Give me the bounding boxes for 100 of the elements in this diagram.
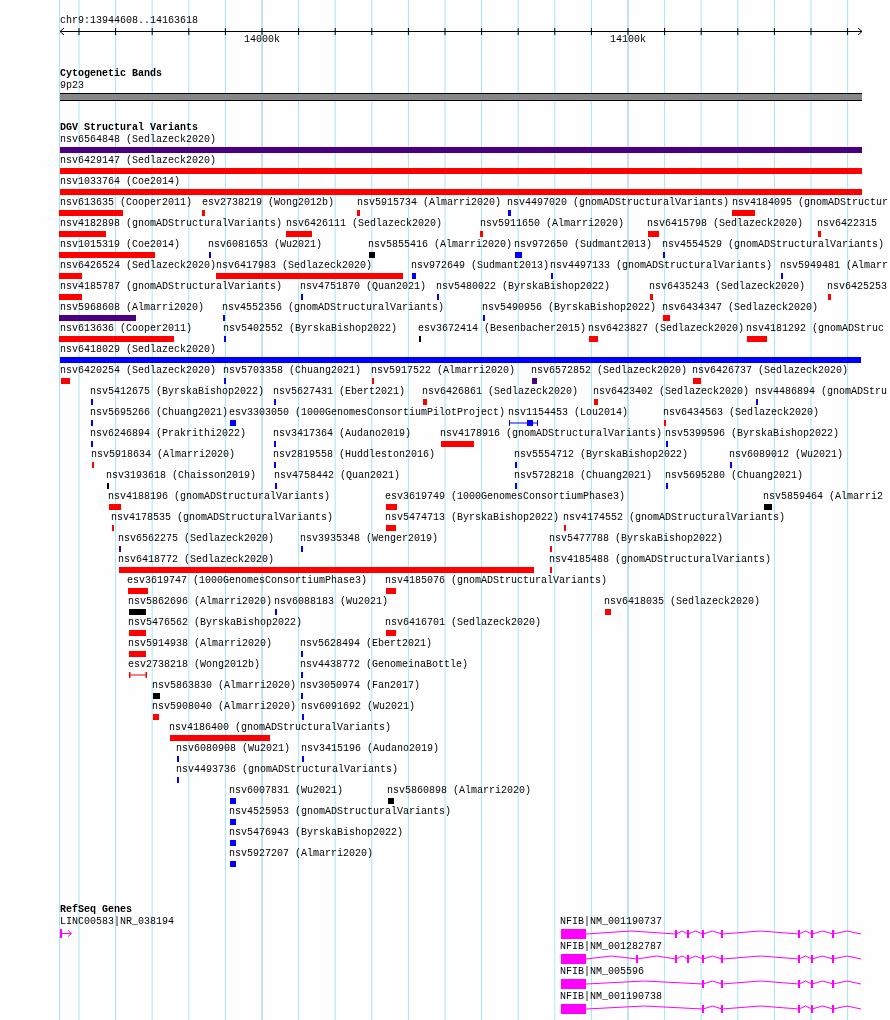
feature-label: nsv4178535 (gnomADStructuralVariants) <box>111 512 334 524</box>
feature-label: nsv5695266 (Chuang2021) <box>90 407 229 419</box>
feature-label: esv3672414 (Besenbacher2015) <box>418 323 587 335</box>
feature-label: esv3619749 (1000GenomesConsortiumPhase3) <box>385 491 626 503</box>
feature-label: nsv6091692 (Wu2021) <box>301 701 416 713</box>
feature-label: nsv6429147 (Sedlazeck2020) <box>60 155 217 167</box>
feature-label: nsv5554712 (ByrskaBishop2022) <box>514 449 689 461</box>
feature-label: nsv6434563 (Sedlazeck2020) <box>663 407 820 419</box>
gene-label: NFIB|NM_005596 <box>560 966 644 978</box>
feature-label: nsv972650 (Sudmant2013) <box>514 239 653 251</box>
feature-label: nsv5399596 (ByrskaBishop2022) <box>665 428 840 440</box>
track-title: DGV Structural Variants <box>60 122 199 134</box>
feature-label: esv2738219 (Wong2012b) <box>202 197 335 209</box>
feature-label: nsv4493736 (gnomADStructuralVariants) <box>176 764 399 776</box>
feature-label: nsv2819558 (Huddleston2016) <box>273 449 436 461</box>
feature-label: nsv5490956 (ByrskaBishop2022) <box>482 302 657 314</box>
feature-label: nsv6417983 (Sedlazeck2020) <box>216 260 373 272</box>
feature-label: nsv4554529 (gnomADStructuralVariants) <box>662 239 885 251</box>
feature-label: nsv6426524 (Sedlazeck2020) <box>60 260 217 272</box>
feature-label: nsv5859464 (Almarri2 <box>763 491 884 503</box>
feature-label: nsv4178916 (gnomADStructuralVariants) <box>440 428 663 440</box>
gene-label: NFIB|NM_001190738 <box>560 991 663 1003</box>
feature-label: nsv4182898 (gnomADStructuralVariants) <box>60 218 283 230</box>
feature-label: nsv6080908 (Wu2021) <box>176 743 291 755</box>
feature-label: nsv5917522 (Almarri2020) <box>371 365 516 377</box>
feature-label: nsv4751870 (Quan2021) <box>300 281 427 293</box>
feature-label: nsv5477788 (ByrskaBishop2022) <box>549 533 724 545</box>
feature-label: nsv4497133 (gnomADStructuralVariants) <box>550 260 773 272</box>
feature-label: nsv6416701 (Sedlazeck2020) <box>385 617 542 629</box>
feature-label: nsv4186400 (gnomADStructuralVariants) <box>169 722 392 734</box>
feature-label: nsv6089012 (Wu2021) <box>729 449 844 461</box>
feature-label: nsv5480022 (ByrskaBishop2022) <box>436 281 611 293</box>
feature-label: nsv6422315 <box>817 218 877 230</box>
feature-label: nsv6426861 (Sedlazeck2020) <box>422 386 579 398</box>
feature-label: nsv5860898 (Almarri2020) <box>387 785 532 797</box>
feature-label: nsv4188196 (gnomADStructuralVariants) <box>108 491 331 503</box>
feature-label: nsv5855416 (Almarri2020) <box>368 239 513 251</box>
feature-label: nsv6434347 (Sedlazeck2020) <box>662 302 819 314</box>
feature-label: nsv6572852 (Sedlazeck2020) <box>531 365 688 377</box>
feature-label: nsv6426737 (Sedlazeck2020) <box>692 365 849 377</box>
gene-label: LINC00583|NR_038194 <box>60 916 175 928</box>
feature-label: nsv5968608 (Almarri2020) <box>60 302 205 314</box>
feature-label: nsv613635 (Cooper2011) <box>60 197 193 209</box>
feature-label: nsv6425253 <box>827 281 887 293</box>
feature-label: nsv5908040 (Almarri2020) <box>152 701 297 713</box>
feature-label: nsv3935348 (Wenger2019) <box>300 533 439 545</box>
feature-label: nsv5918634 (Almarri2020) <box>91 449 236 461</box>
feature-label: nsv3415196 (Audano2019) <box>301 743 440 755</box>
feature-label: nsv5627431 (Ebert2021) <box>273 386 406 398</box>
feature-label: nsv5695280 (Chuang2021) <box>665 470 804 482</box>
feature-label: nsv6423827 (Sedlazeck2020) <box>588 323 745 335</box>
feature-label: nsv5862696 (Almarri2020) <box>128 596 273 608</box>
feature-label: nsv5915734 (Almarri2020) <box>357 197 502 209</box>
axis-tick-label: 14100k <box>610 34 646 46</box>
feature-label: esv3619747 (1000GenomesConsortiumPhase3) <box>127 575 368 587</box>
feature-label: nsv5703358 (Chuang2021) <box>223 365 362 377</box>
feature-label: nsv4185488 (gnomADStructuralVariants) <box>549 554 772 566</box>
track-title: RefSeq Genes <box>60 904 132 916</box>
feature-label: nsv5927207 (Almarri2020) <box>229 848 374 860</box>
feature-label: nsv6562275 (Sedlazeck2020) <box>118 533 275 545</box>
feature-label: nsv6435243 (Sedlazeck2020) <box>649 281 806 293</box>
feature-label: nsv3193618 (Chaisson2019) <box>106 470 257 482</box>
feature-label: nsv5949481 (Almarr <box>780 260 889 272</box>
feature-label: nsv6423402 (Sedlazeck2020) <box>593 386 750 398</box>
feature-label: nsv3050974 (Fan2017) <box>300 680 421 692</box>
feature-label: nsv6426111 (Sedlazeck2020) <box>286 218 443 230</box>
track-title: Cytogenetic Bands <box>60 68 163 80</box>
feature-label: nsv5863830 (Almarri2020) <box>152 680 297 692</box>
feature-label: nsv3417364 (Audano2019) <box>273 428 412 440</box>
feature-label: nsv4185787 (gnomADStructuralVariants) <box>60 281 283 293</box>
feature-label: nsv6564848 (Sedlazeck2020) <box>60 134 217 146</box>
feature-label: esv2738218 (Wong2012b) <box>128 659 261 671</box>
band-label: 9p23 <box>60 80 84 92</box>
feature-label: nsv5628494 (Ebert2021) <box>300 638 433 650</box>
feature-label: nsv4174552 (gnomADStructuralVariants) <box>563 512 786 524</box>
feature-label: nsv972649 (Sudmant2013) <box>411 260 550 272</box>
feature-label: nsv5911650 (Almarri2020) <box>480 218 625 230</box>
feature-label: nsv1033764 (Coe2014) <box>60 176 181 188</box>
feature-label: esv3303050 (1000GenomesConsortiumPilotProject) <box>229 407 506 419</box>
feature-label: nsv4486894 (gnomADStru <box>755 386 888 398</box>
feature-label: nsv4185076 (gnomADStructuralVariants) <box>385 575 608 587</box>
feature-label: nsv1154453 (Lou2014) <box>508 407 629 419</box>
feature-label: nsv5476943 (ByrskaBishop2022) <box>229 827 404 839</box>
feature-label: nsv4438772 (GenomeinaBottle) <box>300 659 469 671</box>
feature-label: nsv5914938 (Almarri2020) <box>128 638 273 650</box>
feature-label: nsv613636 (Cooper2011) <box>60 323 193 335</box>
feature-label: nsv6088183 (Wu2021) <box>274 596 389 608</box>
feature-label: nsv6418772 (Sedlazeck2020) <box>118 554 275 566</box>
feature-label: nsv5474713 (ByrskaBishop2022) <box>385 512 560 524</box>
feature-label: nsv4758442 (Quan2021) <box>274 470 401 482</box>
feature-label: nsv4497020 (gnomADStructuralVariants) <box>507 197 730 209</box>
feature-label: nsv4552356 (gnomADStructuralVariants) <box>222 302 445 314</box>
feature-label: nsv6007831 (Wu2021) <box>229 785 344 797</box>
coordinate-label: chr9:13944608..14163618 <box>60 15 199 27</box>
gene-label: NFIB|NM_001190737 <box>560 916 663 928</box>
axis-tick-label: 14000k <box>244 34 280 46</box>
feature-label: nsv6418035 (Sedlazeck2020) <box>604 596 761 608</box>
feature-label: nsv6415798 (Sedlazeck2020) <box>647 218 804 230</box>
feature-label: nsv5412675 (ByrskaBishop2022) <box>90 386 265 398</box>
feature-label: nsv6081653 (Wu2021) <box>208 239 323 251</box>
